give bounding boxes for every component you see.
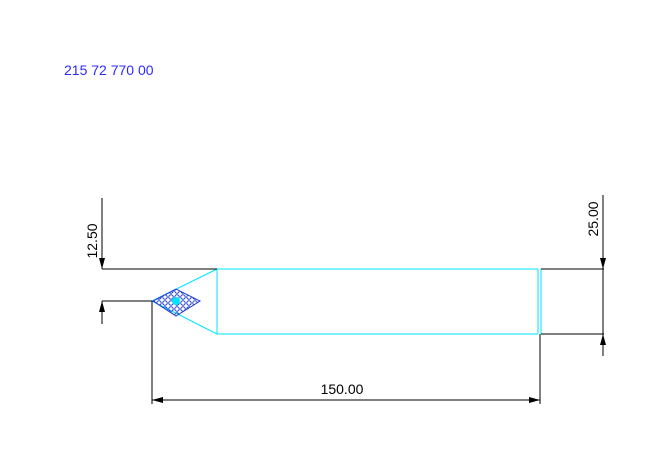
part-number-label: 215 72 770 00: [64, 62, 154, 78]
dimension-overall-length: [151, 301, 541, 404]
shank-arrow-bottom: [600, 334, 606, 345]
length-arrow-right: [529, 397, 540, 403]
overall-length-value: 150.00: [321, 381, 364, 397]
tip-offset-arrow-bottom: [99, 301, 105, 312]
dimension-shank-diameter: [541, 195, 606, 356]
length-arrow-left: [152, 397, 163, 403]
tool-outline: [151, 268, 542, 335]
tip-offset-value: 12.50: [84, 223, 100, 258]
shank-diameter-value: 25.00: [585, 201, 601, 236]
dimension-tip-offset: [99, 198, 217, 324]
insert-center-mark: [172, 297, 180, 305]
cutting-insert: [152, 288, 202, 317]
tip-offset-arrow-top: [99, 258, 105, 269]
shank-arrow-top: [600, 258, 606, 269]
